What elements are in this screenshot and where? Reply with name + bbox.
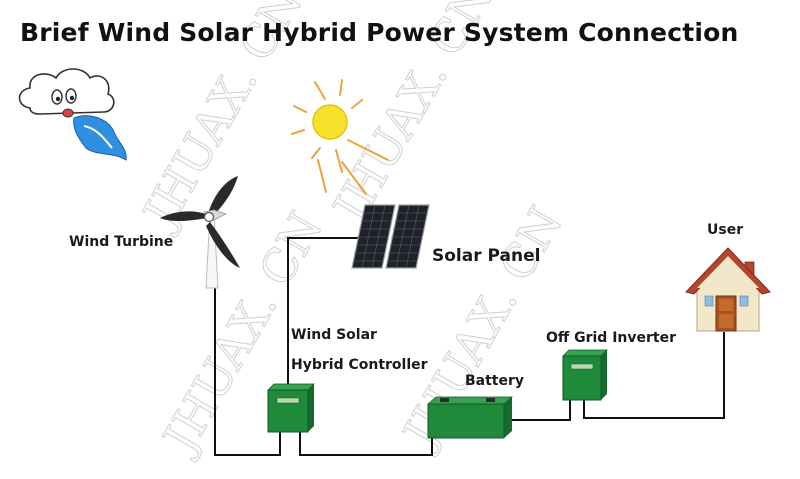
user-label: User [707,222,744,238]
wire-panel-controller [287,237,358,384]
controller-label-line2: Hybrid Controller [291,357,428,373]
wire-battery-inverter [506,400,571,421]
battery-label: Battery [465,373,525,389]
battery-icon [426,396,514,439]
wind-gust-icon [73,115,127,161]
sun-icon [291,79,389,195]
wire-controller-battery [299,432,433,456]
house-icon [685,247,771,332]
off-grid-inverter-icon [562,349,608,401]
solar-panel-label: Solar Panel [432,246,541,266]
cloud-icon [18,68,115,118]
wire-inverter-user [583,332,725,419]
wind-turbine-icon [160,176,240,289]
wind-turbine-label: Wind Turbine [69,234,174,250]
solar-panel-icon [351,204,430,269]
diagram-title: Brief Wind Solar Hybrid Power System Con… [20,18,739,47]
wiring [214,237,725,456]
wire-turbine-controller [214,286,281,456]
controller-label-line1: Wind Solar [291,327,377,343]
inverter-label: Off Grid Inverter [546,330,676,346]
watermark: JHUAX. CN JHUAX. CN JHUAX. CN JHUAX. CN [130,0,573,464]
hybrid-controller-icon [267,383,315,433]
